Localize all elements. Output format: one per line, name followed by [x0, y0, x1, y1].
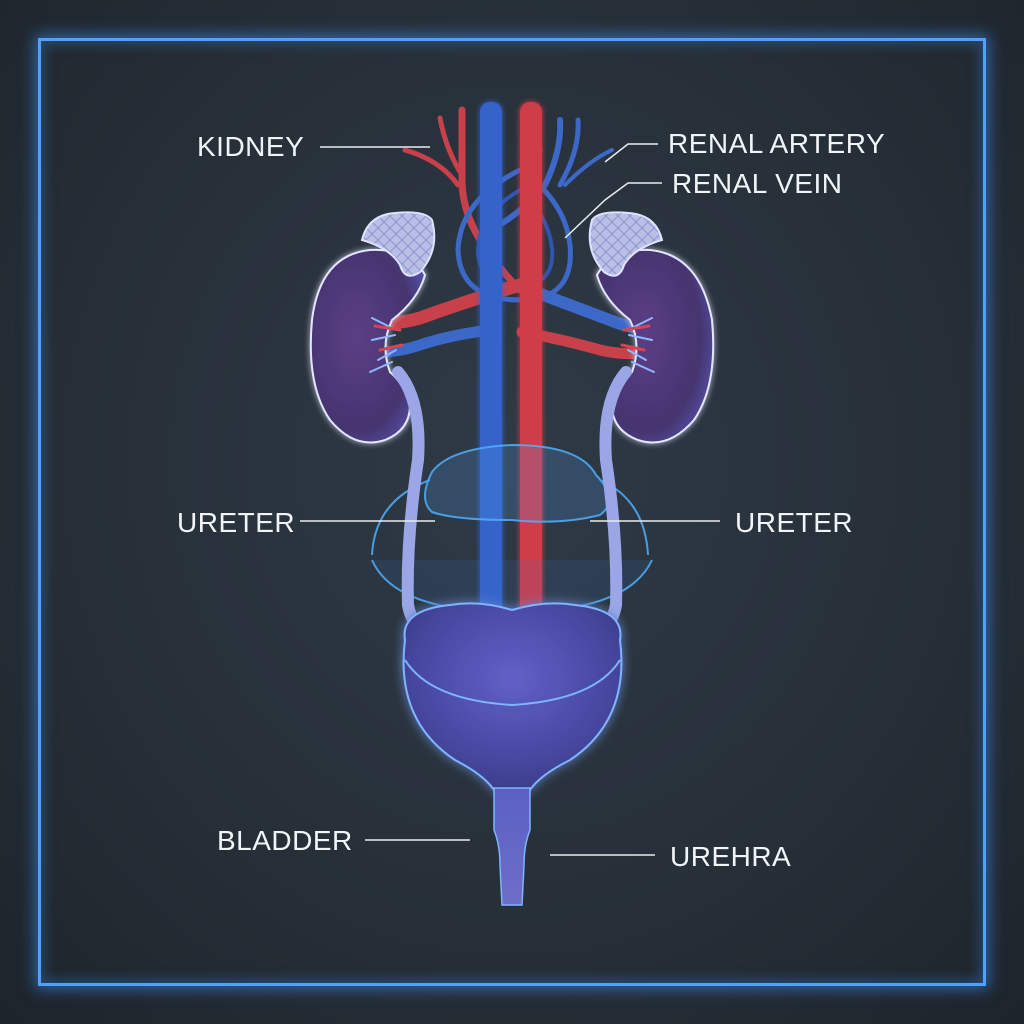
label-renal-vein: RENAL VEIN [672, 168, 843, 199]
label-kidney: KIDNEY [197, 131, 305, 162]
left-kidney [309, 248, 427, 444]
label-renal-artery: RENAL ARTERY [668, 128, 886, 159]
pelvic-outline [371, 443, 653, 614]
renal-vein-leader-line [564, 182, 662, 239]
label-bladder: BLADDER [217, 825, 353, 856]
renal-pelvis-details [369, 317, 655, 373]
renal-artery-leader-line [604, 143, 658, 163]
label-urethra: UREHRA [670, 841, 792, 872]
right-kidney [595, 248, 715, 444]
label-ureter-right: URETER [735, 507, 854, 538]
aorta [520, 102, 542, 650]
left-adrenal-gland [360, 211, 436, 277]
urethra-tube [493, 787, 531, 906]
leader-lines [300, 143, 720, 856]
right-adrenal-gland [588, 211, 664, 277]
diagram-frame [38, 38, 986, 986]
label-ureter-left: URETER [177, 507, 296, 538]
main-vessels [480, 102, 542, 650]
vena-cava [480, 102, 502, 627]
bladder-organ [402, 602, 623, 791]
